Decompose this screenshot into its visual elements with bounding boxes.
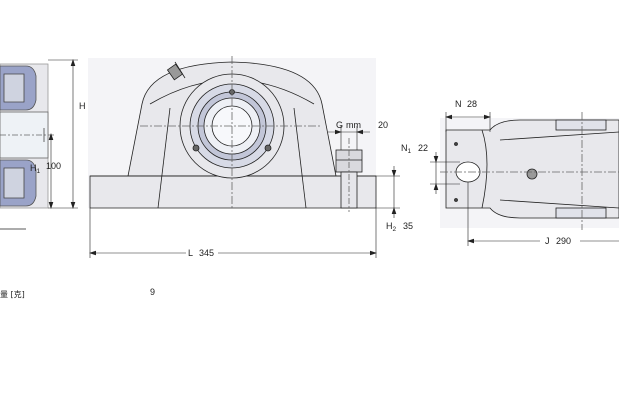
dim-l-value: 345 [199,248,214,258]
side-section-view [0,63,54,230]
weight-value: 9 [150,287,155,297]
dim-n1-symbol: N1 [401,143,412,155]
dim-l-symbol: L [188,248,193,258]
dim-n1-value: 22 [418,143,428,153]
dim-n-value: 28 [467,99,477,109]
dimension-n [445,112,491,132]
dim-g-symbol: G [336,120,343,130]
dimension-h2 [376,166,400,218]
dim-g-value: 20 [378,120,388,130]
front-view [88,56,377,212]
dimension-g [328,126,370,150]
dim-g-unit: mm [346,120,361,130]
dimension-h [48,59,78,209]
dim-h2-symbol: H2 [386,221,397,233]
top-view [440,112,619,230]
dimension-n1 [430,152,460,194]
dim-n-symbol: N [455,99,462,109]
dim-j-symbol: J [545,236,550,246]
dim-h2-value: 35 [403,221,413,231]
dim-h1-symbol: H1 [30,163,41,175]
dim-h-symbol: H [79,101,86,111]
dimension-l [89,208,377,258]
dim-j-value: 290 [556,236,571,246]
dim-h1-value: 100 [46,161,61,171]
weight-label: 量 [克] [0,290,25,299]
dimension-j [467,182,619,246]
